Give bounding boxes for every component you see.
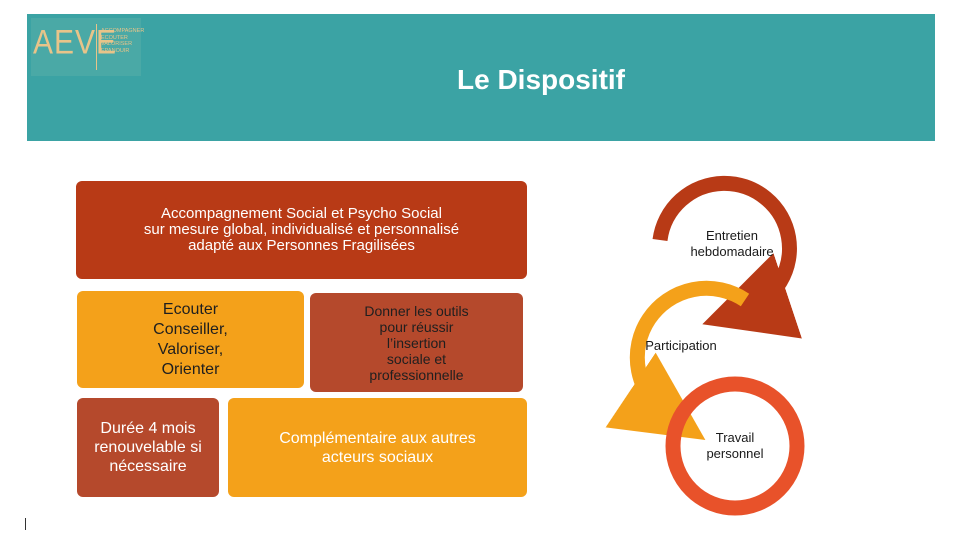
cycle-label-participation: Participation: [645, 338, 717, 353]
cycle-arrow-middle: [605, 280, 750, 441]
cycle-label-entretien: Entretien hebdomadaire: [690, 228, 774, 259]
box-ecouter: Ecouter Conseiller, Valoriser, Orienter: [77, 291, 304, 388]
cycle-label-travail: Travail personnel: [706, 430, 764, 461]
logo-tagline: ACCOMPAGNER ECOUTER VALORISER EPANOUIR: [101, 28, 145, 54]
box-duree: Durée 4 mois renouvelable si nécessaire: [77, 398, 219, 497]
text-cursor-line: [25, 518, 26, 530]
aeve-logo: AEVE ACCOMPAGNER ECOUTER VALORISER EPANO…: [31, 18, 145, 76]
logo-mark: AEVE: [33, 23, 118, 62]
box-complementaire: Complémentaire aux autres acteurs sociau…: [228, 398, 527, 497]
cycle-ring-bottom: [665, 376, 805, 516]
logo-divider: [96, 24, 97, 70]
box-outils: Donner les outils pour réussir l’inserti…: [310, 293, 523, 392]
header-banner: AEVE ACCOMPAGNER ECOUTER VALORISER EPANO…: [27, 14, 935, 141]
page-title: Le Dispositif: [456, 64, 625, 95]
box-accompagnement: Accompagnement Social et Psycho Social s…: [76, 181, 527, 279]
cycle-arrow-top: [652, 175, 802, 339]
